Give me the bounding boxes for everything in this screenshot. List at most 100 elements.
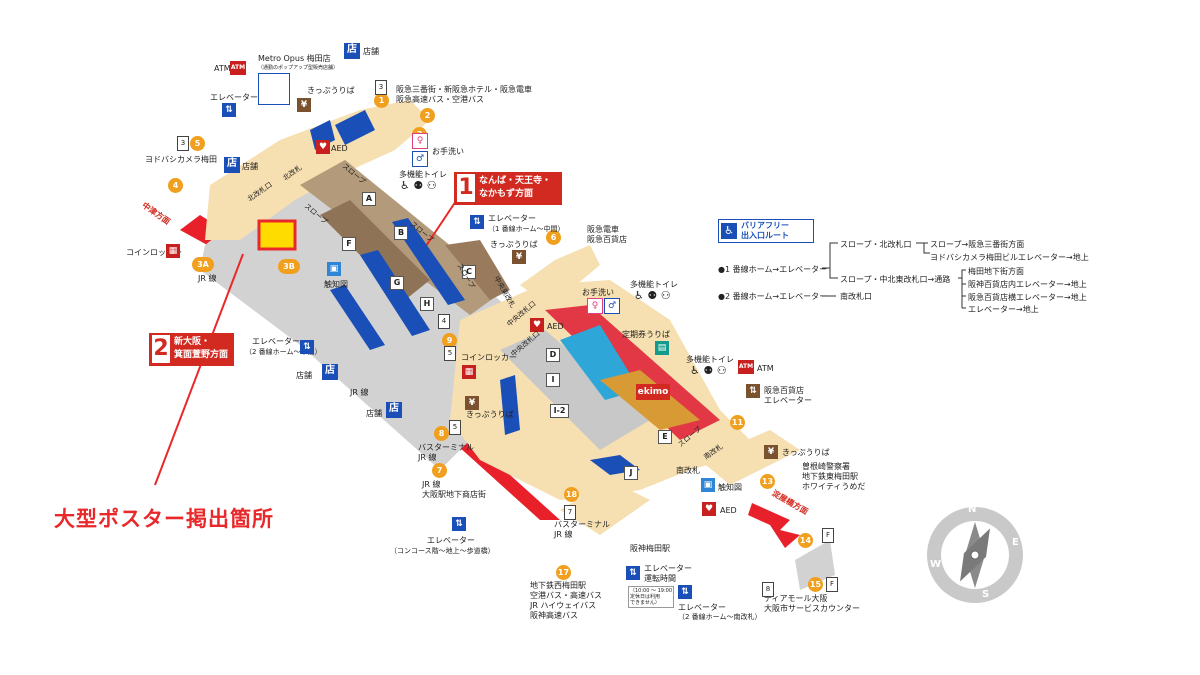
tamokuteki-right2-label: 多機能トイレ	[686, 355, 734, 364]
exit-5-marker[interactable]: 5	[190, 136, 205, 151]
direction-box-1: 1 なんば・天王寺・ なかもず方面	[454, 172, 562, 205]
shop-block-top	[335, 110, 375, 145]
tamokuteki-top-label: 多機能トイレ	[399, 170, 447, 179]
elevator-bottom-icon: ⇅	[678, 585, 692, 599]
exit-13-label: 曽根崎警察署 地下鉄東梅田駅 ホワイティうめだ	[802, 462, 866, 491]
atm-right-label: ATM	[757, 364, 774, 373]
marker-a: A	[362, 192, 376, 206]
route-1b-mid: スロープ・中北東改札口→通路	[840, 275, 951, 284]
kippu-lower-label: きっぷうりば	[466, 410, 514, 419]
teiki-label: 定期券うりば	[622, 330, 670, 339]
marker-h: H	[420, 297, 434, 311]
kippu-top-label: きっぷうりば	[307, 86, 355, 95]
restroom-female-icon: ♀	[412, 133, 428, 149]
shop-zone	[600, 370, 700, 430]
exit-6-marker[interactable]: 6	[546, 230, 561, 245]
exit-17-marker[interactable]: 17	[556, 565, 571, 580]
barrier-free-title-box: ♿ バリアフリー 出入口ルート	[718, 219, 814, 243]
route-1b-end-3: 阪急百貨店横エレベーター→地上	[968, 293, 1087, 302]
exit-4-marker[interactable]: 4	[168, 178, 183, 193]
kippu-mid-icon: ¥	[512, 250, 526, 264]
shop-bottom1-label: 店舗	[296, 371, 312, 380]
route-2-start: ●2 番線ホーム→エレベーター	[718, 292, 828, 301]
se-passage	[700, 430, 800, 485]
teiki-icon: ▤	[655, 341, 669, 355]
compass-n-label: N	[968, 504, 977, 515]
exit-3a-label: JR 線	[198, 274, 217, 283]
stairs-5b: 5	[449, 420, 461, 435]
accessible-icons-right2: ♿ ⚉ ⚇	[690, 364, 727, 377]
stairs-f1: F	[822, 528, 834, 543]
sw-passage	[560, 480, 650, 535]
route-2-mid: 南改札口	[840, 292, 872, 301]
exit-7-marker[interactable]: 7	[432, 463, 447, 478]
route-1b-end-1: 梅田地下街方面	[968, 267, 1024, 276]
escalator-i2	[500, 375, 520, 435]
coin-locker-mid-icon: ▦	[462, 365, 476, 379]
atm-right-icon: ATM	[738, 360, 754, 374]
exit-1-marker[interactable]: 1	[374, 93, 389, 108]
exit-9-marker[interactable]: 9	[442, 333, 457, 348]
shop-left-label: 店舗	[242, 162, 258, 171]
hankyu-elev-label: 阪急百貨店 エレベーター	[764, 386, 812, 405]
exit-7-label: JR 線 大阪駅地下商店街	[422, 480, 486, 499]
poster-location	[257, 219, 297, 251]
direction-box-2: 2 新大阪・ 箕面萱野方面	[149, 333, 234, 366]
exit-3a-marker[interactable]: 3A	[192, 257, 214, 272]
direction-1-text: なんば・天王寺・ なかもず方面	[479, 176, 552, 199]
accessible-legend-icon: ♿	[721, 223, 737, 239]
marker-g: G	[390, 276, 404, 290]
exit-11-marker[interactable]: 11	[730, 415, 745, 430]
kippu-mid-label: きっぷうりば	[490, 240, 538, 249]
coin-locker-left-label: コインロッカー	[126, 248, 182, 257]
elevator-bottom-sub-label: （2 番線ホーム～南改札）	[678, 613, 762, 621]
otearai-right-label: お手洗い	[582, 288, 614, 297]
marker-i: I	[546, 373, 560, 387]
exit-13-marker[interactable]: 13	[760, 474, 775, 489]
marker-e: E	[658, 430, 672, 444]
shop-top-icon: 店	[344, 43, 360, 59]
exit-14-marker[interactable]: 14	[798, 533, 813, 548]
otearai-top-label: お手洗い	[432, 147, 464, 156]
elevator-hours-label: エレベーター 運転時間	[644, 564, 692, 583]
hanshin-umeda-label: 阪神梅田駅	[630, 544, 670, 553]
aed-top-label: AED	[331, 144, 348, 153]
minami-kaisatsu-label: 南改札	[676, 466, 700, 475]
shop-bottom1-icon: 店	[322, 364, 338, 380]
aed-right-label: AED	[547, 322, 564, 331]
exit-3b-marker[interactable]: 3B	[278, 259, 300, 274]
route-1a-end2: ヨドバシカメラ梅田ビルエレベーター→地上	[930, 253, 1089, 262]
exit-15-marker[interactable]: 15	[808, 577, 823, 592]
jr-line-label: JR 線	[350, 388, 369, 397]
exit-8-marker[interactable]: 8	[434, 426, 449, 441]
metro-opus-icon	[258, 73, 290, 105]
stairs-5: 5	[444, 346, 456, 361]
marker-d: D	[546, 348, 560, 362]
elevator-hours-icon: ⇅	[626, 566, 640, 580]
compass	[927, 507, 1023, 603]
marker-b: B	[394, 226, 408, 240]
route-1-start: ●1 番線ホーム→エレベーター	[718, 265, 828, 274]
exit-4-label: ヨドバシカメラ梅田	[145, 155, 217, 164]
direction-2-text: 新大阪・ 箕面萱野方面	[174, 337, 229, 360]
stairs-3-left: 3	[177, 136, 189, 151]
stairs-4: 4	[438, 314, 450, 329]
poster-location-label: 大型ポスター掲出箇所	[54, 507, 274, 531]
exit-18-marker[interactable]: 18	[564, 487, 579, 502]
atm-top-label: ATM	[214, 64, 231, 73]
hankyu-elev-icon: ⇅	[746, 384, 760, 398]
route-1b-end-2: 阪神百貨店内エレベーター→地上	[968, 280, 1087, 289]
exit-2-marker[interactable]: 2	[420, 108, 435, 123]
escalator-c	[392, 218, 465, 305]
elevator-concourse-label: エレベーター	[427, 536, 475, 545]
direction-2-number: 2	[152, 335, 170, 363]
shop-bottom2-label: 店舗	[366, 409, 382, 418]
atm-top-icon: ATM	[230, 61, 246, 75]
restroom-male-icon: ♂	[412, 151, 428, 167]
exit-15-label: ディアモール大阪 大阪市サービスカウンター	[764, 594, 860, 613]
stairs-f2: F	[826, 577, 838, 592]
aed-bottom-icon: ♥	[702, 502, 716, 516]
kippu-right-label: きっぷうりば	[782, 448, 830, 457]
escalator-f	[330, 285, 385, 350]
